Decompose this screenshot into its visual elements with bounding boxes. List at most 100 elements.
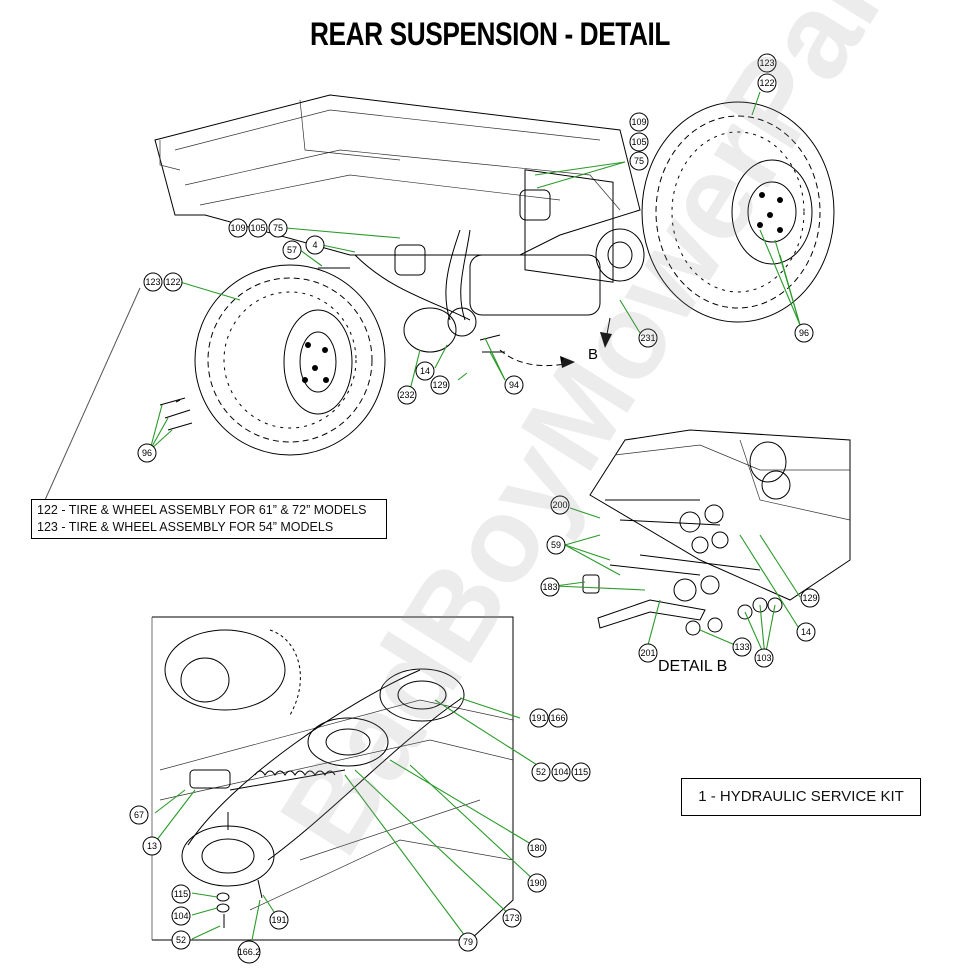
callout-96-right: 96 bbox=[794, 323, 814, 343]
callout-129-top: 129 bbox=[430, 375, 450, 395]
svg-text:115: 115 bbox=[574, 767, 588, 777]
svg-text:191: 191 bbox=[531, 713, 546, 723]
callout-123-left: 123 bbox=[143, 272, 163, 292]
right-tire-drawing bbox=[641, 101, 835, 323]
svg-text:109: 109 bbox=[230, 223, 245, 233]
svg-text:133: 133 bbox=[734, 642, 749, 652]
left-tire-drawing bbox=[159, 264, 386, 456]
svg-text:115: 115 bbox=[174, 889, 188, 899]
callout-52-top: 52 bbox=[531, 762, 551, 782]
page-title: REAR SUSPENSION - DETAIL bbox=[310, 16, 670, 52]
callout-122-top: 122 bbox=[757, 73, 777, 93]
callout-200: 200 bbox=[550, 495, 570, 515]
view-marker: B bbox=[588, 346, 598, 363]
callout-122-left: 122 bbox=[163, 272, 183, 292]
callout-180: 180 bbox=[527, 838, 547, 858]
tire-wheel-legend: 122 - TIRE & WHEEL ASSEMBLY FOR 61” & 72… bbox=[31, 499, 387, 539]
svg-text:105: 105 bbox=[631, 137, 646, 147]
callout-4: 4 bbox=[305, 235, 325, 255]
svg-text:14: 14 bbox=[801, 627, 811, 637]
svg-text:122: 122 bbox=[759, 78, 774, 88]
svg-text:183: 183 bbox=[542, 582, 557, 592]
callout-103: 103 bbox=[754, 648, 774, 668]
svg-text:109: 109 bbox=[631, 117, 646, 127]
callout-190: 190 bbox=[527, 873, 547, 893]
callout-75-right: 75 bbox=[629, 151, 649, 171]
svg-text:190: 190 bbox=[529, 878, 544, 888]
hydraulic-kit-note: 1 - HYDRAULIC SERVICE KIT bbox=[681, 778, 921, 816]
svg-text:104: 104 bbox=[173, 911, 188, 921]
callout-231: 231 bbox=[638, 328, 658, 348]
svg-text:57: 57 bbox=[287, 245, 297, 255]
callout-232: 232 bbox=[397, 385, 417, 405]
frame-drawing bbox=[154, 94, 645, 353]
svg-text:166: 166 bbox=[550, 713, 565, 723]
callout-115-top: 115 bbox=[571, 762, 591, 782]
legend-leader bbox=[44, 287, 141, 501]
callout-191-top: 191 bbox=[529, 708, 549, 728]
svg-text:52: 52 bbox=[536, 767, 546, 777]
callout-59: 59 bbox=[546, 535, 566, 555]
svg-text:14: 14 bbox=[420, 366, 430, 376]
svg-text:59: 59 bbox=[551, 540, 561, 550]
view-arrow bbox=[499, 317, 612, 368]
svg-text:4: 4 bbox=[312, 240, 317, 250]
svg-text:96: 96 bbox=[142, 448, 152, 458]
svg-text:123: 123 bbox=[145, 277, 160, 287]
svg-text:104: 104 bbox=[553, 767, 568, 777]
callout-166-2: 166.2 bbox=[237, 940, 261, 964]
svg-text:232: 232 bbox=[399, 390, 414, 400]
svg-text:173: 173 bbox=[504, 913, 519, 923]
pulley-detail-drawing bbox=[151, 616, 514, 941]
svg-text:191: 191 bbox=[271, 915, 286, 925]
callout-bubbles: 123 122 109 105 75 109 105 75 57 4 123 1… bbox=[129, 53, 820, 964]
leader-lines bbox=[149, 91, 801, 951]
callout-52-bottom: 52 bbox=[171, 930, 191, 950]
callout-183: 183 bbox=[540, 577, 560, 597]
svg-text:166.2: 166.2 bbox=[238, 947, 261, 957]
svg-text:67: 67 bbox=[134, 810, 144, 820]
callout-129-detail: 129 bbox=[800, 588, 820, 608]
callout-67: 67 bbox=[129, 805, 149, 825]
callout-104-top: 104 bbox=[551, 762, 571, 782]
svg-text:103: 103 bbox=[756, 653, 771, 663]
callout-14: 14 bbox=[415, 361, 435, 381]
callout-104-bottom: 104 bbox=[171, 906, 191, 926]
callout-123-top: 123 bbox=[757, 53, 777, 73]
svg-text:122: 122 bbox=[165, 277, 180, 287]
callout-201: 201 bbox=[638, 643, 658, 663]
legend-line-123: 123 - TIRE & WHEEL ASSEMBLY FOR 54” MODE… bbox=[37, 520, 334, 534]
callout-115-bottom: 115 bbox=[171, 884, 191, 904]
callout-105-right: 105 bbox=[629, 132, 649, 152]
svg-text:201: 201 bbox=[640, 648, 655, 658]
callout-14-detail: 14 bbox=[796, 622, 816, 642]
detail-b-label: DETAIL B bbox=[658, 658, 728, 675]
svg-text:94: 94 bbox=[509, 380, 519, 390]
callout-13: 13 bbox=[142, 836, 162, 856]
detail-b-drawing bbox=[582, 429, 851, 636]
svg-text:129: 129 bbox=[432, 380, 447, 390]
callout-75-left: 75 bbox=[268, 218, 288, 238]
callout-173: 173 bbox=[502, 908, 522, 928]
callout-57: 57 bbox=[282, 240, 302, 260]
callout-191-bottom: 191 bbox=[269, 910, 289, 930]
callout-96-left: 96 bbox=[137, 443, 157, 463]
svg-text:75: 75 bbox=[273, 223, 283, 233]
callout-79: 79 bbox=[458, 932, 478, 952]
svg-text:13: 13 bbox=[147, 841, 157, 851]
callout-109-right: 109 bbox=[629, 112, 649, 132]
svg-text:79: 79 bbox=[463, 937, 473, 947]
svg-text:96: 96 bbox=[799, 328, 809, 338]
callout-105-left: 105 bbox=[248, 218, 268, 238]
svg-text:231: 231 bbox=[640, 333, 655, 343]
callout-133: 133 bbox=[732, 637, 752, 657]
svg-text:52: 52 bbox=[176, 935, 186, 945]
svg-text:75: 75 bbox=[634, 156, 644, 166]
callout-109-left: 109 bbox=[228, 218, 248, 238]
callout-94: 94 bbox=[504, 375, 524, 395]
legend-line-122: 122 - TIRE & WHEEL ASSEMBLY FOR 61” & 72… bbox=[37, 503, 367, 517]
callout-166: 166 bbox=[548, 708, 568, 728]
svg-text:200: 200 bbox=[552, 500, 567, 510]
svg-text:105: 105 bbox=[250, 223, 265, 233]
